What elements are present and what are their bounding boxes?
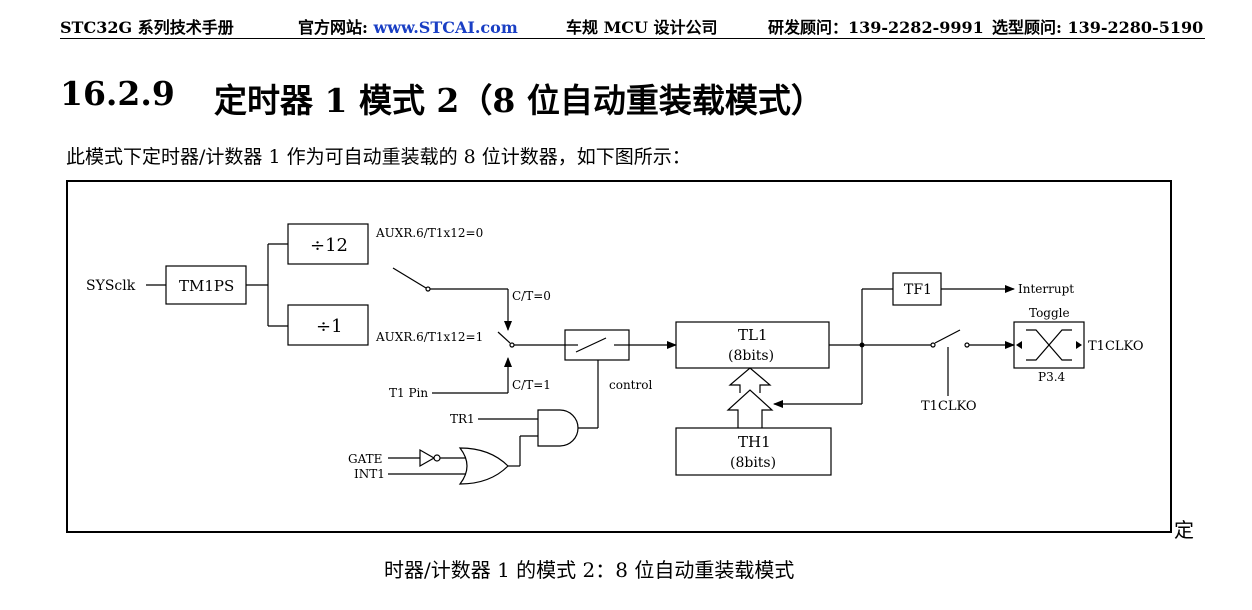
tl1-label: TL1 (738, 326, 768, 344)
reload-arrow-lower (726, 389, 774, 428)
toggle-label: Toggle (1029, 306, 1070, 320)
not-gate (419, 448, 436, 468)
control-label: control (609, 378, 652, 392)
auxr-switch-contact (425, 286, 431, 292)
ct-switch-contact (509, 342, 515, 348)
div12-box (287, 223, 369, 265)
int1-label: INT1 (354, 467, 385, 481)
t1clko-switch-blade (934, 329, 961, 344)
and-gate (537, 409, 579, 447)
t1clko-control-label: T1CLKO (921, 399, 977, 414)
t1pin-label: T1 Pin (389, 386, 428, 400)
ct-switch-blade (497, 331, 511, 344)
div1-label: ÷1 (316, 316, 343, 337)
header-sel-contact: 选型顾问: 139-2280-5190 (992, 18, 1204, 37)
figure-caption: 时器/计数器 1 的模式 2：8 位自动重装载模式 (384, 558, 795, 582)
section-title: 定时器 1 模式 2（8 位自动重装载模式） (214, 81, 824, 120)
sysclk-label: SYSclk (86, 278, 136, 294)
diagram-frame (66, 180, 1172, 533)
th1-label: TH1 (738, 433, 771, 451)
div1-box (287, 304, 369, 346)
auxr-switch-blade (392, 267, 427, 289)
caption-tail: 定 (1174, 518, 1194, 542)
header-rule (60, 38, 1205, 39)
interrupt-label: Interrupt (1018, 282, 1074, 296)
tm1ps-label: TM1PS (179, 277, 234, 295)
auxr0-label: AUXR.6/T1x12=0 (375, 226, 483, 240)
tr1-label: TR1 (450, 412, 475, 426)
th1-bits-label: (8bits) (730, 455, 776, 471)
or-gate (458, 447, 509, 485)
reload-arrow-upper (728, 367, 772, 393)
gate-label: GATE (348, 452, 382, 466)
header-website-label: 官方网站: (298, 18, 374, 37)
ct1-label: C/T=1 (512, 378, 551, 392)
section-number: 16.2.9 (60, 74, 175, 113)
div12-label: ÷12 (310, 235, 348, 256)
header-manual-title: STC32G 系列技术手册 (60, 18, 234, 37)
header-website-link[interactable]: www.STCAI.com (373, 18, 518, 37)
header-rd-contact: 研发顾问：139-2282-9991 (768, 18, 984, 37)
p34-label: P3.4 (1038, 370, 1066, 384)
ct0-label: C/T=0 (512, 289, 551, 303)
tf1-label: TF1 (904, 282, 932, 298)
output-driver-box (1013, 321, 1085, 369)
t1clko-output-label: T1CLKO (1088, 339, 1144, 354)
header-company: 车规 MCU 设计公司 (566, 18, 718, 37)
tl1-bits-label: (8bits) (728, 348, 774, 364)
intro-paragraph: 此模式下定时器/计数器 1 作为可自动重装载的 8 位计数器，如下图所示： (66, 146, 691, 168)
header-website: 官方网站: www.STCAI.com (298, 14, 518, 38)
th1-box (675, 427, 832, 476)
auxr1-label: AUXR.6/T1x12=1 (375, 330, 483, 344)
